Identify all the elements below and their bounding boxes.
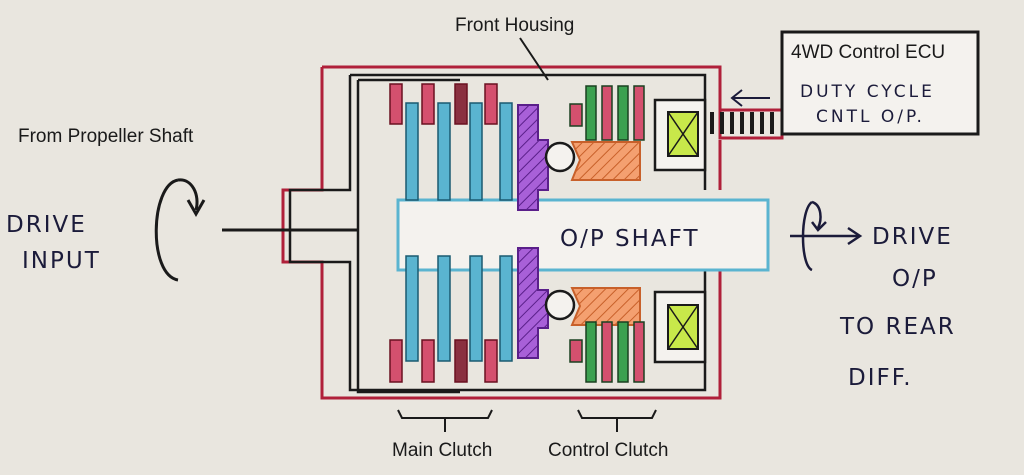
drive-output-line-3: TO REAR <box>839 314 956 340</box>
main-clutch-outer-plates-bottom <box>389 339 498 383</box>
electromagnet-top <box>653 98 707 172</box>
cam-ball-bottom <box>544 289 576 321</box>
electromagnet-bottom <box>653 290 707 364</box>
cam-ball-top <box>544 141 576 173</box>
op-shaft-label: O/P SHAFT <box>560 226 700 252</box>
drive-output-line-1: DRIVE <box>872 224 953 250</box>
control-clutch-plates-top <box>569 85 645 141</box>
output-rotation-arrow-icon <box>790 200 863 272</box>
drive-input-line-1: DRIVE <box>6 212 87 238</box>
main-cam-bottom <box>517 247 549 359</box>
pilot-cam-bottom <box>570 287 641 326</box>
drive-input-line-2: INPUT <box>22 248 101 274</box>
front-housing-label: Front Housing <box>455 15 574 36</box>
main-cam-top <box>517 104 549 211</box>
main-clutch-inner-plates-bottom <box>405 255 513 362</box>
ecu-box <box>780 30 980 136</box>
drive-output-line-4: DIFF. <box>848 365 913 391</box>
clutch-drum <box>356 78 460 394</box>
drive-output-line-2: O/P <box>892 266 938 292</box>
control-clutch-plates-bottom <box>569 321 645 383</box>
ecu-title: 4WD Control ECU <box>791 42 945 63</box>
ecu-arrow-icon <box>730 89 770 107</box>
input-rotation-arrow-icon <box>154 178 206 282</box>
ecu-wire <box>710 112 774 134</box>
main-clutch-inner-plates-top <box>405 102 513 201</box>
ecu-line-2: CNTL O/P. <box>816 107 925 127</box>
from-propeller-shaft-label: From Propeller Shaft <box>18 126 194 147</box>
main-clutch-label: Main Clutch <box>392 440 492 461</box>
front-housing-leader <box>519 37 549 81</box>
pilot-cam-top <box>570 141 641 181</box>
control-clutch-label: Control Clutch <box>548 440 668 461</box>
control-clutch-bracket <box>577 409 657 432</box>
main-clutch-outer-plates-top <box>389 83 498 125</box>
ecu-line-1: DUTY CYCLE <box>800 82 935 102</box>
output-shaft <box>396 198 770 272</box>
main-clutch-bracket <box>397 409 493 432</box>
